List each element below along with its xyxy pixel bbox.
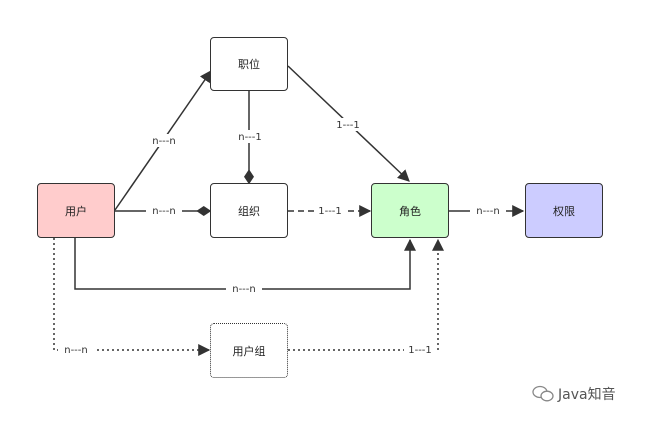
label-organization-role: 1---1 — [318, 206, 342, 217]
chat-bubble-icon — [532, 385, 554, 402]
node-user-group: 用户组 — [210, 323, 288, 378]
node-organization-label: 组织 — [238, 204, 260, 218]
node-user: 用户 — [37, 183, 115, 238]
node-position: 职位 — [210, 37, 288, 91]
label-user-position: n---n — [152, 136, 176, 147]
edge-user-usergroup — [53, 238, 211, 356]
label-position-role: 1---1 — [336, 120, 360, 131]
label-user-role: n---n — [232, 284, 256, 295]
label-user-organization: n---n — [152, 206, 176, 217]
node-permission: 权限 — [525, 183, 603, 238]
label-user-usergroup: n---n — [64, 345, 88, 356]
label-position-organization: n---1 — [238, 132, 262, 143]
node-position-label: 职位 — [238, 58, 260, 71]
label-usergroup-role: 1---1 — [408, 345, 432, 356]
label-role-permission: n---n — [476, 206, 500, 217]
node-user-group-label: 用户组 — [232, 344, 266, 358]
node-role: 角色 — [371, 183, 449, 238]
node-user-label: 用户 — [65, 204, 87, 218]
node-role-label: 角色 — [399, 204, 421, 218]
node-permission-label: 权限 — [553, 204, 575, 218]
watermark: Java知音 — [532, 384, 616, 404]
edge-usergroup-role — [288, 238, 444, 351]
node-organization: 组织 — [210, 183, 288, 238]
watermark-text: Java知音 — [558, 387, 616, 403]
edge-user-role — [74, 238, 416, 290]
